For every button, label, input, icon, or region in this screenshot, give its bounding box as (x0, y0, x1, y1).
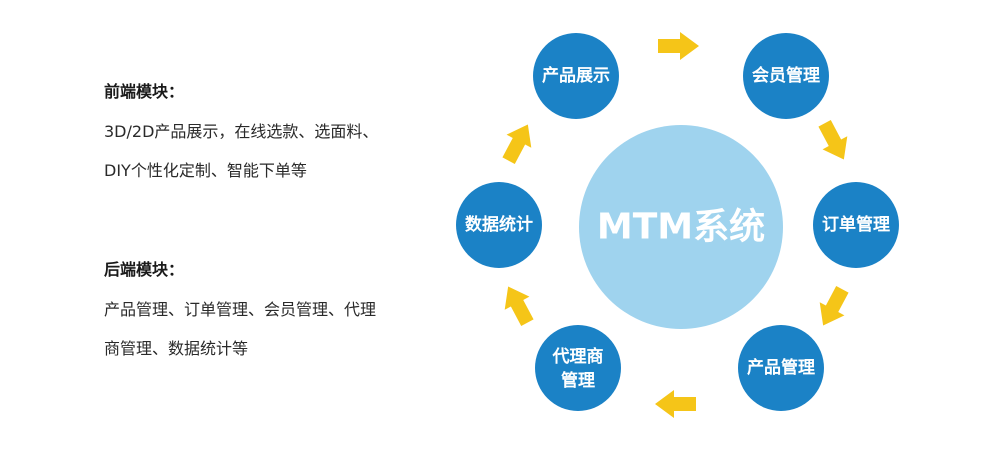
node-product-display-label: 产品展示 (542, 65, 610, 86)
center-circle (579, 125, 783, 329)
frontend-module-line-2: DIY个性化定制、智能下单等 (104, 161, 307, 180)
node-data-statistics: 数据统计 (456, 182, 542, 268)
node-data-statistics-label: 数据统计 (465, 214, 533, 235)
frontend-module-title: 前端模块： (104, 82, 185, 101)
node-agent-management: 代理商 管理 (535, 325, 621, 411)
backend-module-line-2: 商管理、数据统计等 (104, 339, 249, 358)
node-member-management-label: 会员管理 (752, 65, 820, 86)
node-agent-management-label-2: 管理 (561, 370, 595, 391)
arrow-product-mgmt-to-agent (655, 390, 696, 418)
arrow-member-to-order (812, 116, 857, 167)
node-order-management-label: 订单管理 (822, 214, 890, 235)
arrow-display-to-member (658, 32, 699, 60)
node-agent-management-label-1: 代理商 (552, 346, 604, 367)
backend-module-block: 后端模块： 产品管理、订单管理、会员管理、代理 商管理、数据统计等 (104, 260, 376, 359)
frontend-module-line-1: 3D/2D产品展示，在线选款、选面料、 (104, 122, 379, 141)
node-product-management-label: 产品管理 (747, 357, 815, 378)
node-product-management: 产品管理 (738, 325, 824, 411)
frontend-module-block: 前端模块： 3D/2D产品展示，在线选款、选面料、 DIY个性化定制、智能下单等 (104, 82, 378, 181)
backend-module-line-1: 产品管理、订单管理、会员管理、代理 (104, 300, 377, 319)
center-label: MTM系统 (597, 207, 765, 248)
arrow-order-to-product-mgmt (810, 282, 855, 333)
node-member-management: 会员管理 (743, 33, 829, 119)
arrow-agent-to-statistics (495, 279, 540, 330)
node-product-display: 产品展示 (533, 33, 619, 119)
node-order-management: 订单管理 (813, 182, 899, 268)
arrow-statistics-to-display (496, 117, 541, 168)
backend-module-title: 后端模块： (104, 260, 185, 279)
